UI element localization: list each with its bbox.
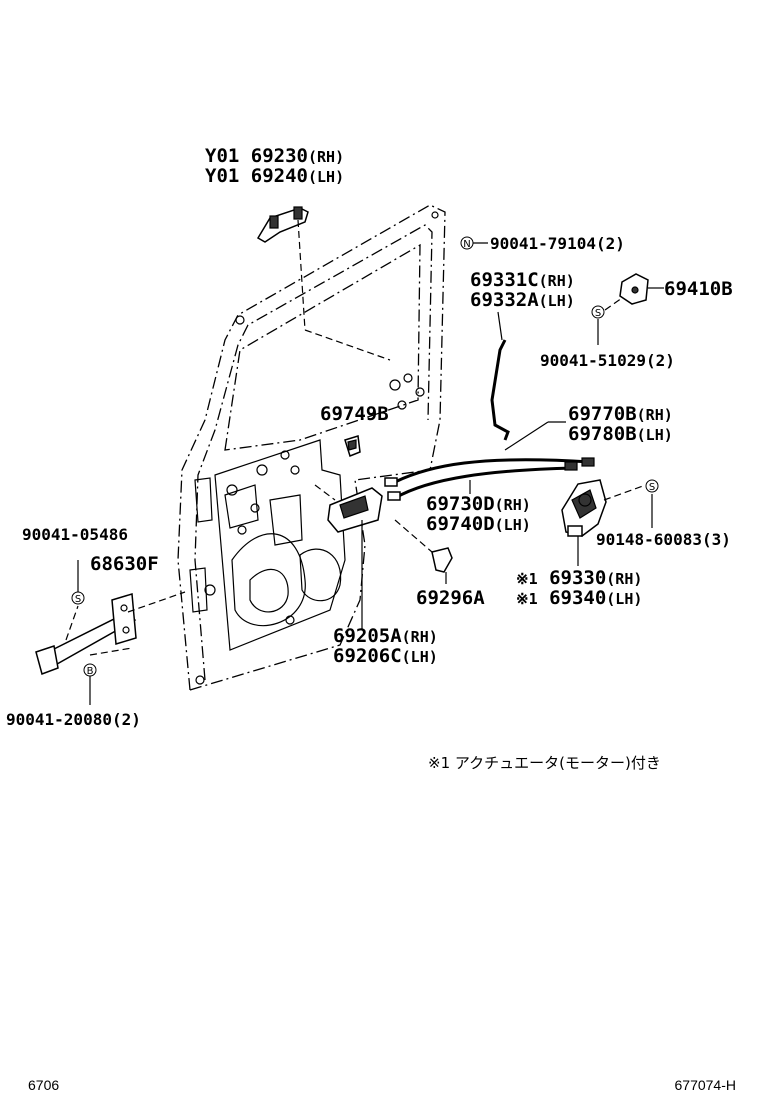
svg-text:69740D(LH): 69740D(LH) xyxy=(426,513,531,535)
striker-part xyxy=(604,273,664,311)
actuator-note: ※1 アクチュエータ(モーター)付き xyxy=(428,754,661,772)
svg-text:69332A(LH): 69332A(LH) xyxy=(470,289,575,311)
svg-text:S: S xyxy=(75,594,81,605)
label-screw-s2: 90148-60083(3) xyxy=(596,530,731,549)
clip-part xyxy=(344,435,361,457)
cable-b-rh: 69730D xyxy=(426,493,495,515)
footer-left-code: 6706 xyxy=(28,1077,59,1093)
cables-part xyxy=(384,421,595,501)
label-striker: 69410B xyxy=(664,278,733,300)
lock-assy-mark-lh: ※1 xyxy=(516,590,538,608)
cable-a-lh: 69780B xyxy=(568,423,637,445)
cable-b-side-rh: (RH) xyxy=(495,496,531,514)
cable-a-side-rh: (RH) xyxy=(637,406,673,424)
label-outside-handle: Y01 69230(RH) Y01 69240(LH) xyxy=(205,145,344,187)
outside-handle-side-lh: (LH) xyxy=(308,168,344,186)
symbol-n-text: N xyxy=(463,239,470,250)
label-grommet: 69296A xyxy=(416,587,485,609)
outside-handle-num-rh: 69230 xyxy=(251,145,308,167)
svg-text:Y01 69230(RH): Y01 69230(RH) xyxy=(205,145,344,167)
cable-a-rh: 69770B xyxy=(568,403,637,425)
cable-b-lh: 69740D xyxy=(426,513,495,535)
outside-handle-num-lh: 69240 xyxy=(251,165,308,187)
symbol-n: N xyxy=(460,236,474,250)
svg-text:※1 69340(LH): ※1 69340(LH) xyxy=(516,587,642,609)
lock-assy-mark-rh: ※1 xyxy=(516,570,538,588)
svg-text:69331C(RH): 69331C(RH) xyxy=(470,269,575,291)
label-bolt-n: 90041-79104(2) xyxy=(490,234,625,253)
label-bolt-left: 90041-05486 xyxy=(22,525,128,544)
label-inside-handle: 69205A(RH) 69206C(LH) xyxy=(333,625,438,667)
label-lock-rod: 69331C(RH) 69332A(LH) xyxy=(470,269,575,311)
outside-handle-part xyxy=(256,206,391,361)
svg-text:69730D(RH): 69730D(RH) xyxy=(426,493,531,515)
inside-handle-part xyxy=(314,484,383,630)
lock-assy-side-rh: (RH) xyxy=(606,570,642,588)
footer-right-code: 677074-H xyxy=(675,1077,737,1093)
label-door-check: 68630F xyxy=(90,553,159,575)
label-clip: 69749B xyxy=(320,403,389,425)
lock-assembly-part xyxy=(561,479,644,566)
svg-text:69206C(LH): 69206C(LH) xyxy=(333,645,438,667)
lock-assy-side-lh: (LH) xyxy=(606,590,642,608)
door-panel-drawing xyxy=(177,204,446,691)
label-screw-s1: 90041-51029(2) xyxy=(540,351,675,370)
label-bolt-b: 90041-20080(2) xyxy=(6,710,141,729)
inside-handle-rh: 69205A xyxy=(333,625,402,647)
symbol-s-check: S xyxy=(71,591,85,605)
inside-handle-side-rh: (RH) xyxy=(402,628,438,646)
cable-a-side-lh: (LH) xyxy=(637,426,673,444)
symbol-s-striker-text: S xyxy=(595,308,601,319)
door-check-part xyxy=(35,560,186,675)
outside-handle-prefix-1: Y01 xyxy=(205,145,239,167)
cable-b-side-lh: (LH) xyxy=(495,516,531,534)
symbol-s-lock-text: S xyxy=(649,482,655,493)
label-lock-assembly: ※1 69330(RH) ※1 69340(LH) xyxy=(516,567,642,609)
lock-assy-lh: 69340 xyxy=(549,587,606,609)
lock-rod-rh: 69331C xyxy=(470,269,539,291)
symbol-b: B xyxy=(83,663,97,677)
lock-rod-side-rh: (RH) xyxy=(539,272,575,290)
lock-rod-lh: 69332A xyxy=(470,289,539,311)
symbol-b-text: B xyxy=(87,666,94,677)
svg-text:69780B(LH): 69780B(LH) xyxy=(568,423,673,445)
svg-text:※1 69330(RH): ※1 69330(RH) xyxy=(516,567,642,589)
outside-handle-side-rh: (RH) xyxy=(308,148,344,166)
symbol-s-striker: S xyxy=(591,305,605,319)
svg-text:69205A(RH): 69205A(RH) xyxy=(333,625,438,647)
lock-rod-side-lh: (LH) xyxy=(539,292,575,310)
lock-assy-rh: 69330 xyxy=(549,567,606,589)
label-cable-b: 69730D(RH) 69740D(LH) xyxy=(426,493,531,535)
symbol-s-lock: S xyxy=(645,479,659,493)
label-cable-a: 69770B(RH) 69780B(LH) xyxy=(568,403,673,445)
svg-text:Y01 69240(LH): Y01 69240(LH) xyxy=(205,165,344,187)
svg-text:69770B(RH): 69770B(RH) xyxy=(568,403,673,425)
inside-handle-side-lh: (LH) xyxy=(402,648,438,666)
inside-handle-lh: 69206C xyxy=(333,645,402,667)
grommet-part xyxy=(394,519,453,584)
lock-rod-part xyxy=(490,311,510,441)
outside-handle-prefix-2: Y01 xyxy=(205,165,239,187)
